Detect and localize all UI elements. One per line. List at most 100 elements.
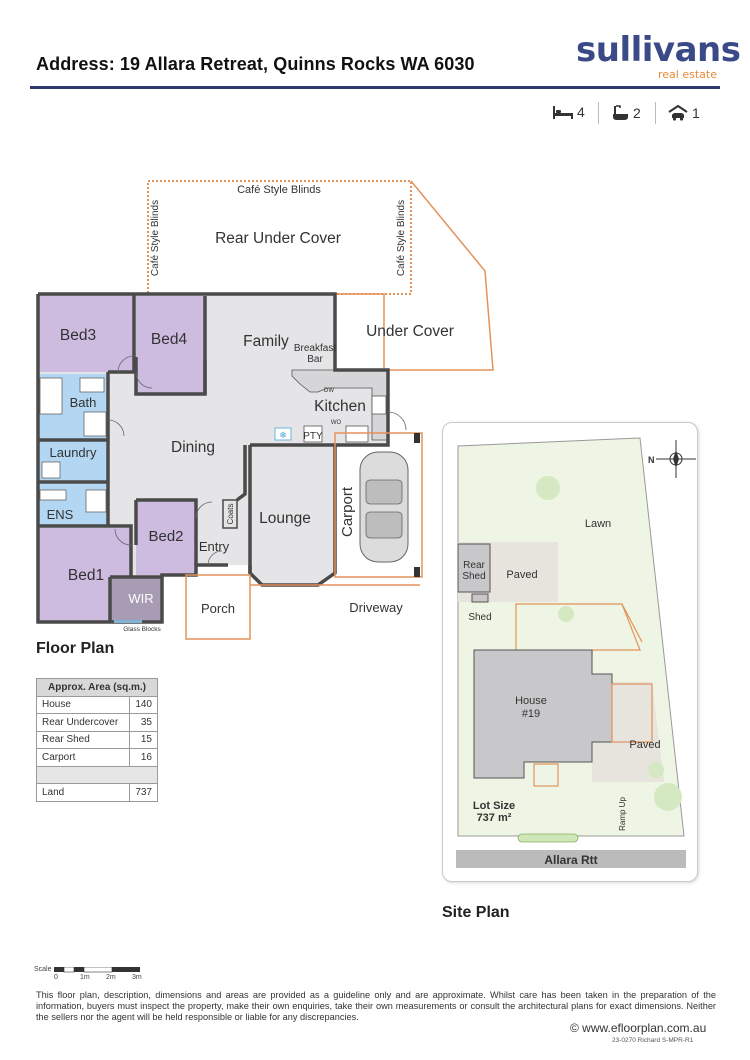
tree-icon bbox=[654, 783, 682, 811]
table-row: Carport 16 bbox=[35, 748, 158, 767]
feature-divider bbox=[655, 102, 656, 124]
wir-room bbox=[110, 577, 162, 622]
house-footprint bbox=[473, 649, 613, 779]
compass-icon bbox=[656, 440, 696, 478]
table-spacer-row bbox=[36, 765, 158, 784]
bed1-label: Bed1 bbox=[68, 567, 104, 584]
plan-reference: 23-0270 Richard S-MPR-R1 bbox=[612, 1037, 694, 1044]
vanity-fixture bbox=[79, 377, 105, 393]
carport-outline bbox=[334, 432, 423, 578]
bed2-room bbox=[136, 500, 196, 575]
laundry-tub-fixture bbox=[41, 461, 61, 479]
ensuite-label: ENS bbox=[47, 507, 74, 522]
area-row-label: Rear Shed bbox=[35, 730, 131, 749]
garage-count: 1 bbox=[667, 104, 700, 122]
agency-logo-subtitle: real estate bbox=[658, 68, 717, 81]
dining-label: Dining bbox=[171, 439, 215, 456]
area-table: Approx. Area (sq.m.) House 140 Rear Unde… bbox=[35, 678, 158, 802]
feature-divider bbox=[598, 102, 599, 124]
carport-post bbox=[414, 433, 420, 443]
house-walls bbox=[36, 292, 390, 624]
dishwasher-label: DW bbox=[324, 388, 334, 394]
scale-bar bbox=[54, 967, 140, 973]
site-carport-outline bbox=[611, 683, 653, 743]
bedroom-count-value: 4 bbox=[577, 104, 585, 120]
tree-icon bbox=[536, 476, 560, 500]
glass-blocks-marker bbox=[114, 620, 142, 623]
site-plan-drawing: N Lawn Rear Shed Paved Shed House #19 Pa… bbox=[456, 437, 696, 868]
scale-tick: 1m bbox=[80, 974, 90, 981]
bed-icon bbox=[553, 106, 573, 119]
rear-shed-label-line2: Shed bbox=[462, 571, 485, 582]
laundry-label: Laundry bbox=[50, 445, 97, 460]
sink-fixture bbox=[371, 395, 387, 415]
area-table-header: Approx. Area (sq.m.) bbox=[36, 678, 158, 697]
floor-plan-title: Floor Plan bbox=[36, 640, 115, 657]
paved-label: Paved bbox=[506, 569, 537, 581]
scale-tick: 2m bbox=[106, 974, 116, 981]
agency-logo: sullivans bbox=[576, 30, 741, 70]
rear-shed-block bbox=[457, 543, 491, 593]
driveway-label: Driveway bbox=[349, 600, 403, 615]
wall-oven-label: WO bbox=[331, 420, 342, 426]
property-address: Address: 19 Allara Retreat, Quinns Rocks… bbox=[36, 54, 475, 74]
scale-tick: 3m bbox=[132, 974, 142, 981]
ramp-up-label: Ramp Up bbox=[618, 797, 627, 831]
cafe-blinds-left-label: Café Style Blinds bbox=[150, 200, 161, 276]
shed-block bbox=[471, 593, 489, 603]
bed4-label: Bed4 bbox=[151, 331, 188, 348]
area-row-label: Carport bbox=[35, 748, 131, 767]
house-number-label: #19 bbox=[522, 708, 540, 720]
bed1-room bbox=[38, 528, 131, 622]
bathroom-count-value: 2 bbox=[633, 105, 641, 121]
disclaimer-text: This floor plan, description, dimensions… bbox=[36, 990, 716, 1022]
breakfast-bar-label-line2: Bar bbox=[307, 354, 323, 365]
wir-label: WIR bbox=[128, 591, 153, 606]
ensuite-shower-fixture bbox=[85, 489, 107, 513]
carport-post bbox=[414, 567, 420, 577]
paved-side-label: Paved bbox=[629, 739, 660, 751]
tree-icon bbox=[558, 606, 574, 622]
area-row-value: 140 bbox=[129, 695, 158, 714]
glass-blocks-label: Glass Blocks bbox=[123, 626, 161, 633]
table-row: Rear Undercover 35 bbox=[35, 713, 158, 732]
tree-icon bbox=[648, 762, 664, 778]
area-row-value: 16 bbox=[129, 748, 158, 767]
cooktop-fixture bbox=[345, 425, 369, 443]
garden-bed bbox=[517, 833, 579, 843]
garage-icon bbox=[668, 104, 688, 121]
street-name-label: Allara Rtt bbox=[544, 853, 597, 867]
scale-label: Scale bbox=[34, 966, 52, 973]
copyright-link[interactable]: © www.efloorplan.com.au bbox=[570, 1021, 707, 1035]
area-row-label: House bbox=[35, 695, 131, 714]
header-divider bbox=[30, 86, 720, 89]
svg-text:❄: ❄ bbox=[279, 430, 287, 440]
lot-size-label: Lot Size bbox=[473, 800, 515, 812]
porch-outline bbox=[185, 574, 251, 640]
land-area-value: 737 bbox=[129, 783, 158, 802]
under-cover-label: Under Cover bbox=[366, 323, 454, 340]
floor-plan-drawing: ❄ bbox=[36, 180, 494, 640]
table-row: Land 737 bbox=[35, 783, 158, 802]
compass-north-label: N bbox=[648, 455, 655, 465]
car-icon bbox=[359, 451, 409, 563]
shower-fixture bbox=[83, 411, 107, 437]
street-strip bbox=[456, 850, 686, 868]
bed3-room bbox=[38, 294, 134, 372]
breakfast-bar-label: Breakfast bbox=[294, 343, 336, 354]
site-porch-outline bbox=[533, 763, 559, 787]
bedroom-count: 4 bbox=[552, 104, 585, 120]
pantry-cupboard bbox=[303, 425, 323, 443]
rear-shed-label: Rear bbox=[463, 560, 485, 571]
cafe-blinds-top-label: Café Style Blinds bbox=[237, 184, 321, 196]
site-plan-title: Site Plan bbox=[442, 904, 510, 921]
bed2-label: Bed2 bbox=[148, 528, 183, 545]
land-area-label: Land bbox=[35, 783, 131, 802]
bathtub-fixture bbox=[39, 377, 63, 415]
house-label: House bbox=[515, 695, 547, 707]
kitchen-label: Kitchen bbox=[314, 398, 366, 415]
scale-tick: 0 bbox=[54, 974, 58, 981]
coats-label: Coats bbox=[226, 504, 235, 525]
table-row: House 140 bbox=[35, 695, 158, 714]
cafe-blinds-right-label: Café Style Blinds bbox=[396, 200, 407, 276]
